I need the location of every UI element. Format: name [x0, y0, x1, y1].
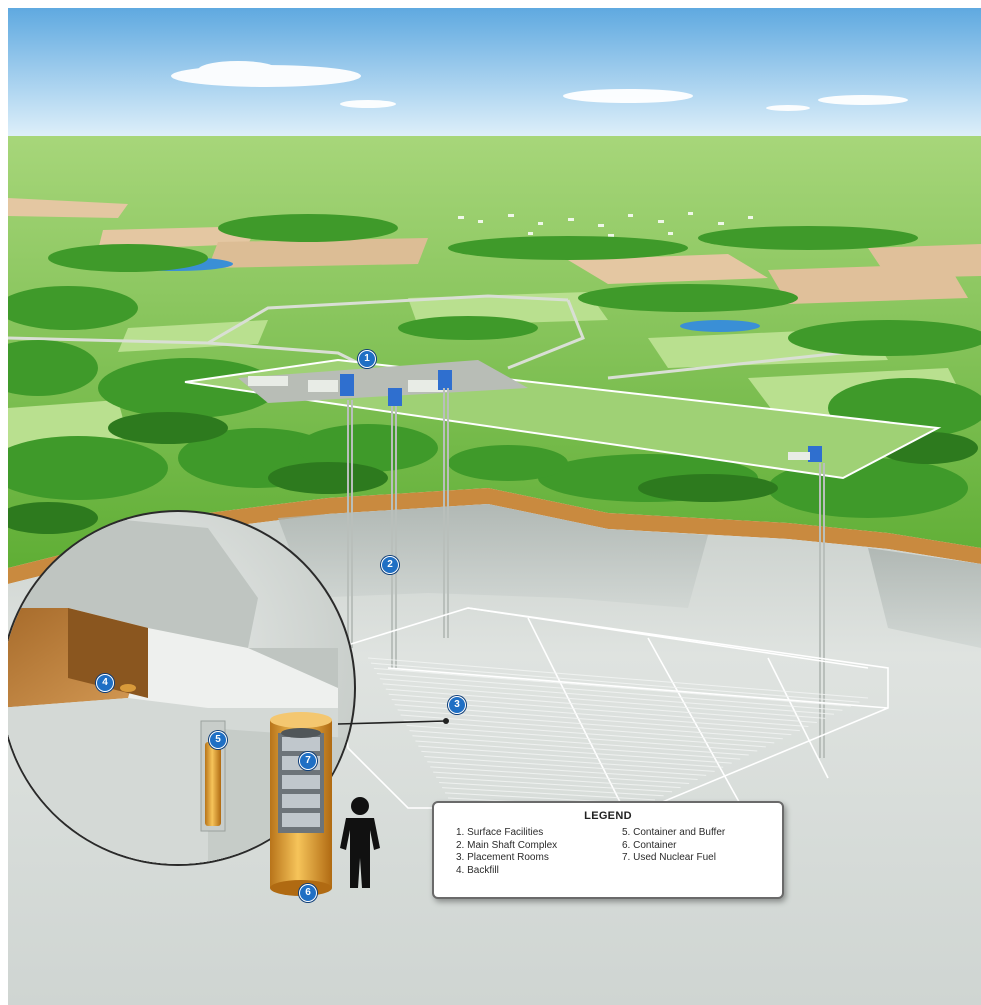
clouds	[171, 61, 908, 111]
marker-1: 1	[358, 350, 376, 368]
rock-face	[278, 504, 708, 608]
marker-5: 5	[209, 731, 227, 749]
legend-column-right: 5. Container and Buffer 6. Container 7. …	[622, 827, 725, 865]
placement-rooms	[337, 607, 889, 819]
container	[270, 712, 332, 896]
legend-box: LEGEND 1. Surface Facilities 2. Main Sha…	[432, 801, 784, 899]
callout-line	[337, 720, 447, 725]
trees-dark	[8, 412, 978, 534]
legend-item: 5. Container and Buffer	[622, 827, 726, 838]
placement-room-line	[442, 787, 656, 801]
soil-layer	[8, 488, 981, 584]
placement-room-line	[430, 766, 690, 785]
marker-2: 2	[381, 556, 399, 574]
placement-room-line	[412, 735, 741, 760]
placement-room-line	[376, 673, 843, 711]
placement-room-line	[373, 667, 852, 707]
marker-4: 4	[96, 674, 114, 692]
placement-room-line	[436, 776, 673, 793]
surface-buildings	[248, 370, 822, 462]
placement-room-line	[403, 719, 766, 748]
placement-room-line	[418, 745, 724, 768]
placement-room-line	[379, 678, 834, 715]
facility-pad	[238, 360, 528, 403]
placement-room-line	[433, 771, 681, 789]
marker-3: 3	[448, 696, 466, 714]
placement-room-line	[439, 781, 664, 797]
legend-title: LEGEND	[584, 810, 632, 822]
sky	[8, 8, 981, 138]
container-and-buffer	[205, 742, 221, 826]
placement-room-line	[424, 756, 707, 776]
placement-room-line	[421, 750, 715, 772]
diagram-canvas: 1 2 3 4 5 6 7 LEGEND 1. Surface Faciliti…	[8, 8, 981, 1005]
placement-room-line	[367, 657, 869, 699]
marker-7: 7	[299, 752, 317, 770]
legend-item: 4. Backfill	[456, 864, 499, 876]
placement-room-line	[415, 740, 732, 764]
pond	[680, 320, 760, 332]
placement-room-line	[385, 688, 817, 723]
person-silhouette	[340, 797, 380, 888]
legend-item: 1. Surface Facilities	[456, 827, 544, 838]
legend-item: 7. Used Nuclear Fuel	[622, 852, 716, 863]
placement-room-line	[382, 683, 826, 719]
rock-face	[868, 548, 981, 648]
legend-item: 6. Container	[622, 839, 677, 851]
placement-room-line	[370, 662, 860, 703]
legend-column-left: 1. Surface Facilities 2. Main Shaft Comp…	[456, 827, 557, 877]
placement-room-line	[409, 730, 749, 756]
placement-room-line	[427, 761, 698, 780]
legend-item: 3. Placement Rooms	[456, 852, 549, 863]
marker-6: 6	[299, 884, 317, 902]
placement-room-line	[397, 709, 783, 740]
placement-room-line	[400, 714, 775, 744]
village	[458, 212, 753, 237]
legend-item: 2. Main Shaft Complex	[456, 839, 558, 851]
placement-room-line	[406, 724, 758, 752]
